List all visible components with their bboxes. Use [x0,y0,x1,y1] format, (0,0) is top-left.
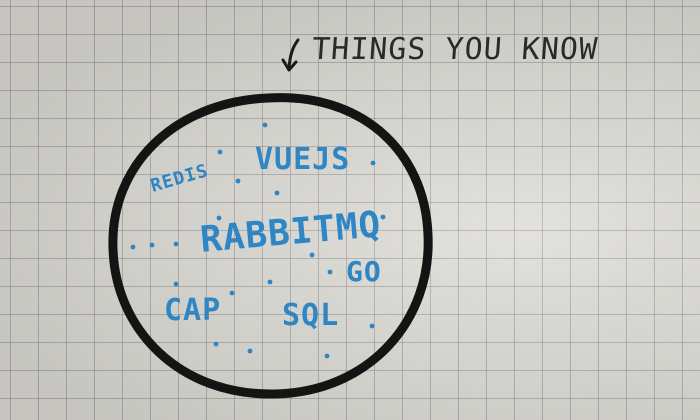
circle-outline [108,93,433,399]
scatter-dots [130,122,386,359]
curved-arrow-down-left-icon [281,38,300,72]
annotation: THINGS YOU KNOW [280,32,599,82]
term-cap: CAP [164,293,222,328]
term-vuejs: VUEJS [255,142,351,177]
term-go: GO [346,255,382,288]
term-sql: SQL [282,298,340,333]
